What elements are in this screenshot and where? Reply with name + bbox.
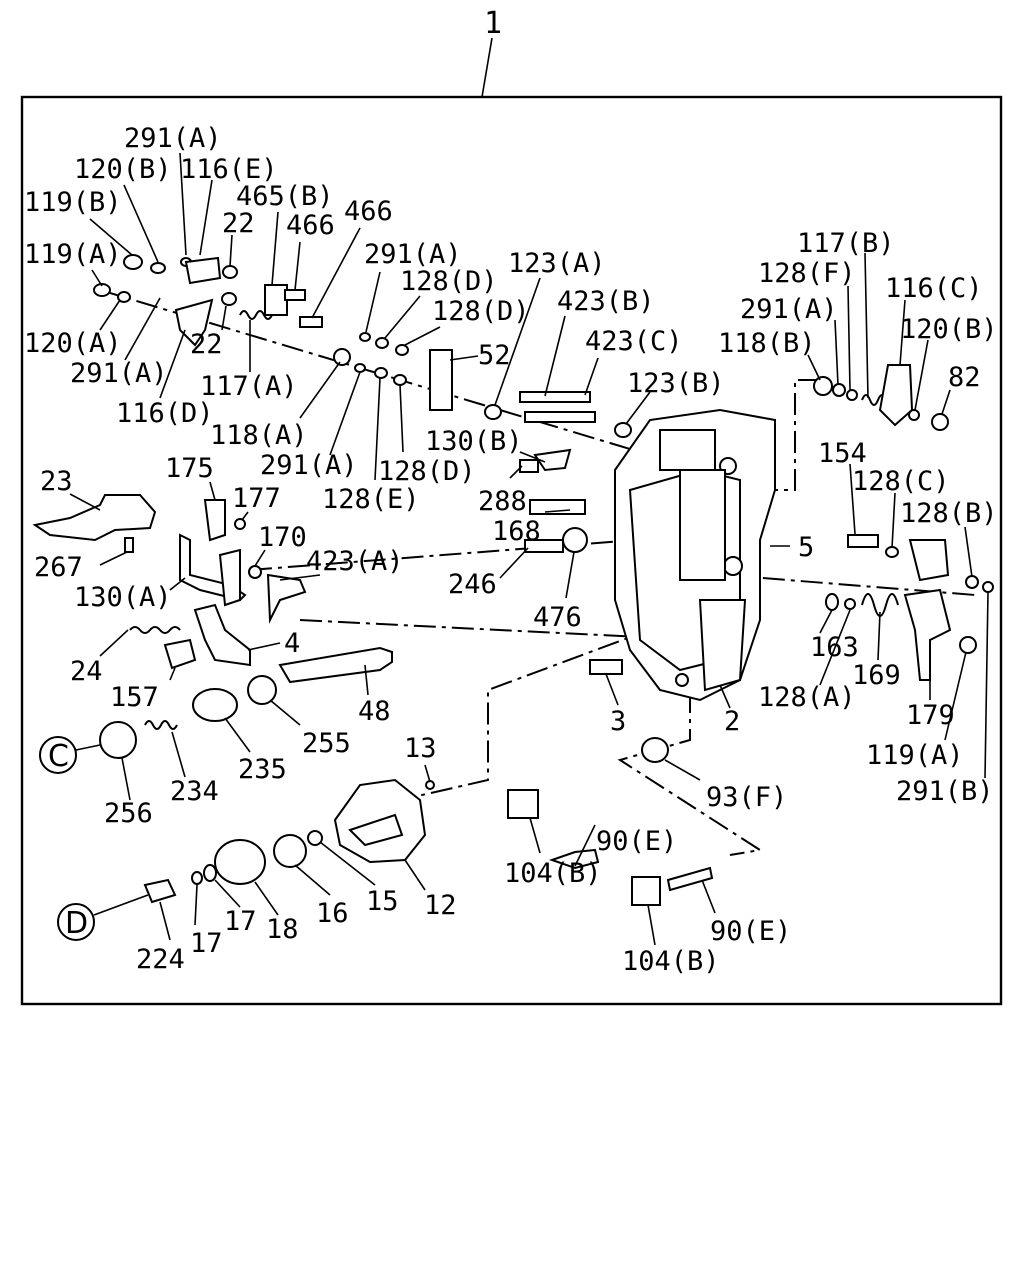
callout-128b: 128(B) [900, 498, 998, 529]
callout-48: 48 [358, 696, 391, 727]
callout-22-1: 22 [222, 208, 255, 239]
callout-246: 246 [448, 569, 497, 600]
callout-157: 157 [110, 682, 159, 713]
assembly-frame [20, 95, 1003, 1006]
callout-119b: 119(B) [24, 187, 122, 218]
callout-291a-4: 291(A) [260, 450, 358, 481]
connector-c: C [39, 736, 101, 774]
callout-267: 267 [34, 552, 83, 583]
callout-224: 224 [136, 944, 185, 975]
callout-119a-1: 119(A) [24, 239, 122, 270]
callout-291a-2: 291(A) [364, 239, 462, 270]
callout-476: 476 [533, 602, 582, 633]
callout-255: 255 [302, 728, 351, 759]
callout-179: 179 [906, 700, 955, 731]
callout-18: 18 [266, 914, 299, 945]
callout-466-2: 466 [344, 196, 393, 227]
callout-123b: 123(B) [627, 368, 725, 399]
left-mid-linkage [32, 494, 623, 759]
leader-lines [69, 152, 989, 946]
callout-128d-3: 128(D) [378, 456, 476, 487]
callout-123a: 123(A) [508, 248, 606, 279]
assembly-leader [481, 37, 493, 98]
callout-128e: 128(E) [322, 484, 420, 515]
callout-175: 175 [165, 453, 214, 484]
callout-15: 15 [366, 886, 399, 917]
callout-288: 288 [478, 486, 527, 517]
callout-82: 82 [948, 362, 981, 393]
callout-116d: 116(D) [116, 398, 214, 429]
callout-116e: 116(E) [180, 154, 278, 185]
callout-52: 52 [478, 340, 511, 371]
callout-23: 23 [40, 466, 73, 497]
callout-128d-1: 128(D) [400, 266, 498, 297]
callout-90e-1: 90(E) [596, 826, 677, 857]
callout-291a-3: 291(A) [70, 358, 168, 389]
callout-423a: 423(A) [306, 546, 404, 577]
callout-130a: 130(A) [74, 582, 172, 613]
callout-2: 2 [724, 706, 740, 737]
svg-text:C: C [48, 739, 69, 774]
callout-291a-5: 291(A) [740, 294, 838, 325]
callout-169: 169 [852, 660, 901, 691]
callout-120b-2: 120(B) [900, 314, 998, 345]
assembly-number: 1 [484, 6, 502, 41]
callout-466-1: 466 [286, 210, 335, 241]
callout-256: 256 [104, 798, 153, 829]
callout-128f: 128(F) [758, 258, 856, 289]
callout-423b: 423(B) [557, 286, 655, 317]
callout-291a-1: 291(A) [124, 123, 222, 154]
callout-119a-2: 119(A) [866, 740, 964, 771]
pump-housing [614, 408, 776, 702]
callout-24: 24 [70, 656, 103, 687]
callout-128a: 128(A) [758, 682, 856, 713]
callout-116c: 116(C) [885, 273, 983, 304]
callout-163: 163 [810, 632, 859, 663]
callout-120b-1: 120(B) [74, 154, 172, 185]
callout-17-2: 17 [190, 928, 223, 959]
callout-104b-1: 104(B) [504, 858, 602, 889]
callout-12: 12 [424, 890, 457, 921]
upper-linkage-parts [93, 254, 632, 473]
callout-90e-2: 90(E) [710, 916, 791, 947]
connector-d: D [57, 894, 149, 941]
callout-118a: 118(A) [210, 420, 308, 451]
callout-170: 170 [258, 522, 307, 553]
callout-17-1: 17 [224, 906, 257, 937]
callout-4: 4 [284, 628, 300, 659]
callout-117a: 117(A) [200, 371, 298, 402]
callout-5: 5 [798, 532, 814, 563]
callout-177: 177 [232, 483, 281, 514]
callout-154: 154 [818, 438, 867, 469]
callout-234: 234 [170, 776, 219, 807]
callout-93f: 93(F) [706, 782, 787, 813]
callout-423c: 423(C) [585, 326, 683, 357]
callout-128c: 128(C) [852, 466, 950, 497]
callout-3: 3 [610, 706, 626, 737]
callout-128d-2: 128(D) [432, 296, 530, 327]
svg-text:D: D [65, 906, 88, 941]
callout-120a: 120(A) [24, 328, 122, 359]
callout-130b: 130(B) [425, 426, 523, 457]
callout-117b: 117(B) [797, 228, 895, 259]
callout-235: 235 [238, 754, 287, 785]
callout-168: 168 [492, 516, 541, 547]
governor-parts [143, 737, 714, 906]
callout-22-2: 22 [190, 329, 223, 360]
callout-291b: 291(B) [896, 776, 994, 807]
callout-118b: 118(B) [718, 328, 816, 359]
callout-16: 16 [316, 898, 349, 929]
callout-labels: 291(A) 120(B) 116(E) 119(B) 465(B) 22 46… [24, 123, 998, 977]
callout-465b: 465(B) [236, 181, 334, 212]
right-linkage-parts [813, 364, 994, 681]
callout-104b-2: 104(B) [622, 946, 720, 977]
callout-13: 13 [404, 733, 437, 764]
